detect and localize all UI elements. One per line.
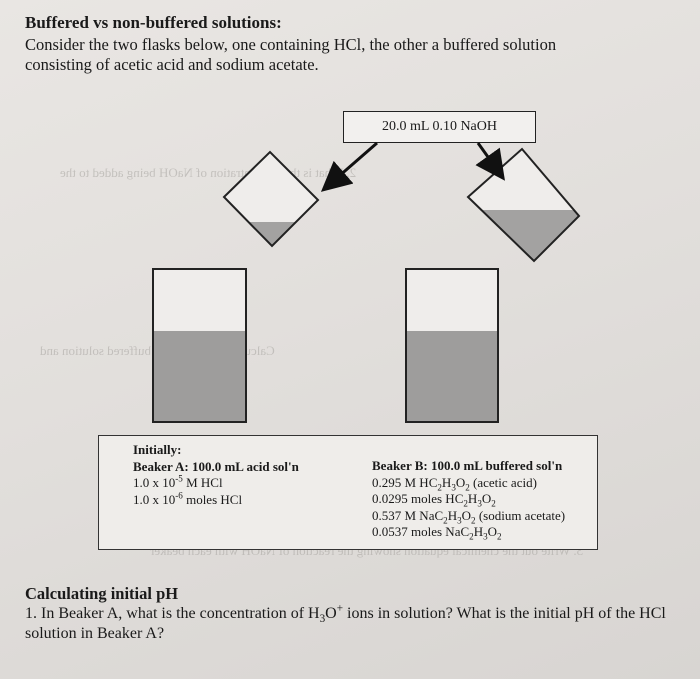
- beaker-b-acid-moles: 0.0295 moles HC2H3O2: [372, 491, 496, 509]
- beaker-b-heading: Beaker B: 100.0 mL buffered sol'n: [372, 458, 563, 473]
- beaker-b-acetate-moles: 0.0537 moles NaC2H3O2: [372, 524, 502, 542]
- beaker-a-heading: Beaker A: 100.0 mL acid sol'n: [133, 458, 299, 474]
- naoh-label: 20.0 mL 0.10 NaOH: [382, 119, 497, 134]
- intro-text: Consider the two flasks below, one conta…: [25, 35, 557, 74]
- section-heading: Calculating initial pH: [25, 584, 179, 603]
- beaker-a-moles: 1.0 x 10-6 moles HCl: [133, 490, 243, 507]
- beaker-b-acetate-concentration: 0.537 M NaC2H3O2 (sodium acetate): [372, 507, 566, 526]
- initial-conditions-box: Initially: Beaker A: 100.0 mL acid sol'n…: [98, 435, 598, 550]
- beaker-a-info: Initially: Beaker A: 100.0 mL acid sol'n…: [133, 442, 299, 508]
- naoh-label-box: 20.0 mL 0.10 NaOH: [343, 111, 536, 143]
- beaker-b-liquid: [407, 331, 497, 421]
- left-flask-liquid: [224, 222, 318, 246]
- beaker-a: [152, 268, 247, 423]
- page-title: Buffered vs non-buffered solutions:: [25, 13, 282, 32]
- beaker-a-liquid: [154, 331, 245, 421]
- beaker-b-acid-concentration: 0.295 M HC2H3O2 (acetic acid): [372, 474, 537, 493]
- left-addition-flask: [222, 150, 320, 248]
- initially-label: Initially:: [133, 442, 182, 457]
- right-addition-flask: [466, 147, 581, 263]
- beaker-a-concentration: 1.0 x 10-5 M HCl: [133, 473, 223, 490]
- left-arrow: [320, 141, 378, 192]
- right-arrow: [475, 142, 505, 181]
- beaker-b: [405, 268, 499, 423]
- question-1: 1. In Beaker A, what is the concentratio…: [25, 602, 666, 642]
- beaker-b-info: Beaker B: 100.0 mL buffered sol'n 0.295 …: [372, 458, 565, 541]
